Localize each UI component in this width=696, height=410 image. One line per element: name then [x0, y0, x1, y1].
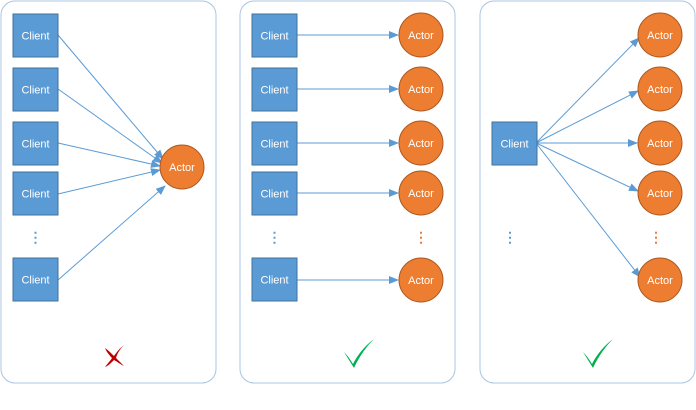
ellipsis: ⋮ — [414, 229, 428, 245]
actor-node: Actor — [398, 120, 444, 166]
actor-label: Actor — [408, 138, 434, 150]
client-label: Client — [21, 189, 49, 201]
arrow — [535, 142, 639, 192]
actor-label: Actor — [647, 138, 673, 150]
client-label: Client — [21, 139, 49, 151]
client-label: Client — [260, 85, 288, 97]
arrow — [535, 37, 640, 144]
client-node: Client — [12, 257, 59, 302]
client-node: Client — [251, 67, 298, 112]
actor-node: Actor — [637, 12, 683, 58]
actor-node: Actor — [637, 66, 683, 112]
arrow — [57, 142, 161, 168]
actor-node: Actor — [637, 257, 683, 303]
client-label: Client — [21, 85, 49, 97]
panel-one-to-one: Client Client Client Client ⋮ Client Act… — [239, 0, 456, 384]
client-label: Client — [260, 139, 288, 151]
actor-node: Actor — [159, 144, 205, 190]
actor-label: Actor — [647, 275, 673, 287]
actor-label: Actor — [408, 84, 434, 96]
client-label: Client — [21, 275, 49, 287]
check-icon — [583, 339, 613, 368]
actor-label: Actor — [647, 188, 673, 200]
actor-node: Actor — [398, 257, 444, 303]
arrow — [57, 88, 163, 164]
actor-node: Actor — [398, 66, 444, 112]
actor-node: Actor — [398, 12, 444, 58]
actor-label: Actor — [647, 84, 673, 96]
client-node: Client — [251, 13, 298, 58]
actor-label: Actor — [169, 162, 195, 174]
client-label: Client — [260, 189, 288, 201]
panel-one-client-many-actors: Client ⋮ Actor Actor Actor Actor ⋮ Actor — [479, 0, 696, 384]
ellipsis: ⋮ — [29, 229, 43, 245]
client-node: Client — [12, 171, 59, 216]
client-node: Client — [251, 257, 298, 302]
client-node: Client — [251, 121, 298, 166]
panel-many-clients-one-actor: Client Client Client Client ⋮ Client Act… — [0, 0, 217, 384]
client-node: Client — [12, 67, 59, 112]
client-node: Client — [251, 171, 298, 216]
arrow — [535, 142, 641, 278]
arrow — [535, 90, 639, 144]
arrow — [57, 185, 166, 281]
client-node: Client — [12, 121, 59, 166]
arrow — [57, 34, 164, 160]
actor-label: Actor — [408, 275, 434, 287]
client-label: Client — [500, 139, 528, 151]
actor-label: Actor — [647, 30, 673, 42]
actor-node: Actor — [398, 170, 444, 216]
check-icon — [344, 339, 374, 368]
ellipsis: ⋮ — [503, 229, 517, 245]
ellipsis: ⋮ — [649, 229, 663, 245]
cross-icon — [105, 345, 124, 367]
client-node: Client — [491, 121, 538, 166]
client-label: Client — [260, 275, 288, 287]
client-label: Client — [260, 31, 288, 43]
client-label: Client — [21, 31, 49, 43]
ellipsis: ⋮ — [268, 229, 282, 245]
actor-node: Actor — [637, 170, 683, 216]
actor-label: Actor — [408, 30, 434, 42]
arrow — [57, 168, 161, 195]
client-node: Client — [12, 13, 59, 58]
actor-label: Actor — [408, 188, 434, 200]
actor-node: Actor — [637, 120, 683, 166]
